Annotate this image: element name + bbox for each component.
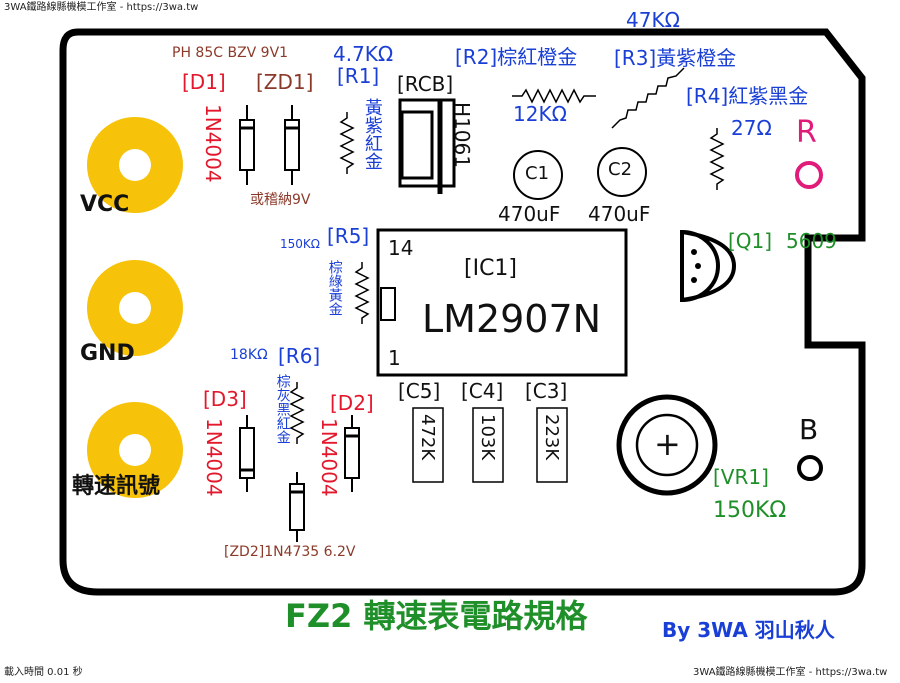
vcc-pad-icon <box>87 117 183 213</box>
header-watermark: 3WA鐵路線縣機模工作室 - https://3wa.tw <box>4 2 199 13</box>
r3-tag: [R3]黃紫橙金 <box>614 46 737 70</box>
r6-tag: [R6] <box>278 344 321 368</box>
d3-tag: [D3] <box>203 387 247 411</box>
r6-value: 18KΩ <box>230 347 268 363</box>
r1-color-code: 黃紫紅金 <box>361 98 383 170</box>
d1-part: 1N4004 <box>201 104 225 183</box>
gnd-label: GND <box>80 341 135 366</box>
c5-tag: [C5] <box>398 379 441 403</box>
c3-capacitor-icon <box>536 407 568 483</box>
c1-capacitor-icon <box>513 150 563 200</box>
r4-tag: [R4]紅紫黑金 <box>686 84 809 108</box>
d3-diode-icon <box>239 415 255 492</box>
author-credit: By 3WA 羽山秋人 <box>662 618 835 642</box>
ic1-part: LM2907N <box>422 297 602 341</box>
page-title: FZ2 轉速表電路規格 <box>285 597 588 635</box>
r4-resistor-icon <box>709 128 725 190</box>
c4-tag: [C4] <box>461 379 504 403</box>
rcb-part: H1061 <box>450 102 474 168</box>
ic1-body <box>376 228 628 377</box>
signal-pad-icon <box>87 402 183 498</box>
c1-value: 470uF <box>498 202 561 226</box>
c2-capacitor-icon <box>597 147 647 197</box>
signal-label: 轉速訊號 <box>72 474 161 499</box>
r1-tag: [R1] <box>337 64 380 88</box>
load-time-text: 載入時間 0.01 秒 <box>4 667 83 678</box>
ic1-notch-icon <box>380 287 396 321</box>
r-terminal-icon <box>795 161 823 189</box>
r6-color-code: 棕灰黑紅金 <box>274 374 291 444</box>
zd2-label: [ZD2]1N4735 6.2V <box>224 544 356 560</box>
c5-capacitor-icon <box>412 407 444 483</box>
c3-tag: [C3] <box>525 379 568 403</box>
r2-value: 12KΩ <box>513 102 567 126</box>
r1-resistor-icon <box>339 112 355 174</box>
r5-tag: [R5] <box>327 224 370 248</box>
d2-tag: [D2] <box>330 391 374 415</box>
b-terminal-label: B <box>799 413 819 446</box>
ic1-pin1: 1 <box>388 346 401 370</box>
zd1-alt-text: 或稽納9V <box>250 192 311 208</box>
c1-tag: C1 <box>525 163 550 184</box>
vr1-plus-symbol: + <box>654 425 681 463</box>
vr1-potentiometer-icon <box>616 394 718 496</box>
c2-value: 470uF <box>588 202 651 226</box>
c2-tag: C2 <box>608 159 633 180</box>
zd1-tag: [ZD1] <box>256 70 314 94</box>
c4-value: 103K <box>477 414 498 461</box>
d1-tag: [D1] <box>182 70 226 94</box>
c3-value: 223K <box>541 414 562 461</box>
q1-tag: [Q1] <box>728 229 773 253</box>
r4-value: 27Ω <box>731 116 772 140</box>
q1-transistor-icon <box>680 229 737 303</box>
board-outline <box>59 28 866 596</box>
rcb-block-icon <box>398 98 456 194</box>
d2-part: 1N4004 <box>317 418 341 497</box>
r5-resistor-icon <box>354 262 370 324</box>
zd2-diode-icon <box>289 472 305 542</box>
ic1-pin14: 14 <box>388 236 414 260</box>
q1-part: 5609 <box>786 229 837 253</box>
ic1-tag: [IC1] <box>464 256 518 281</box>
gnd-pad-icon <box>87 260 183 356</box>
zd-note-text: PH 85C BZV 9V1 <box>172 45 289 61</box>
c4-capacitor-icon <box>472 407 504 483</box>
r5-color-code: 棕綠黃金 <box>326 260 343 316</box>
zd1-diode-icon <box>284 105 300 185</box>
r6-resistor-icon <box>289 382 305 444</box>
r2-tag: [R2]棕紅橙金 <box>455 45 578 69</box>
rcb-tag: [RCB] <box>397 72 454 96</box>
d1-diode-icon <box>239 105 255 185</box>
d2-diode-icon <box>344 415 360 492</box>
r-terminal-label: R <box>796 115 817 150</box>
r1-value: 4.7KΩ <box>333 42 394 66</box>
vr1-value: 150KΩ <box>713 498 787 523</box>
vr1-tag: [VR1] <box>713 465 769 489</box>
c5-value: 472K <box>417 414 438 461</box>
b-terminal-icon <box>797 455 823 481</box>
vcc-label: VCC <box>80 192 130 217</box>
r3-value: 47KΩ <box>626 8 680 32</box>
footer-watermark: 3WA鐵路線縣機模工作室 - https://3wa.tw <box>693 667 888 678</box>
r3-resistor-icon <box>611 67 685 129</box>
d3-part: 1N4004 <box>202 418 226 497</box>
r5-value: 150KΩ <box>280 237 320 251</box>
r2-resistor-icon <box>512 88 596 104</box>
